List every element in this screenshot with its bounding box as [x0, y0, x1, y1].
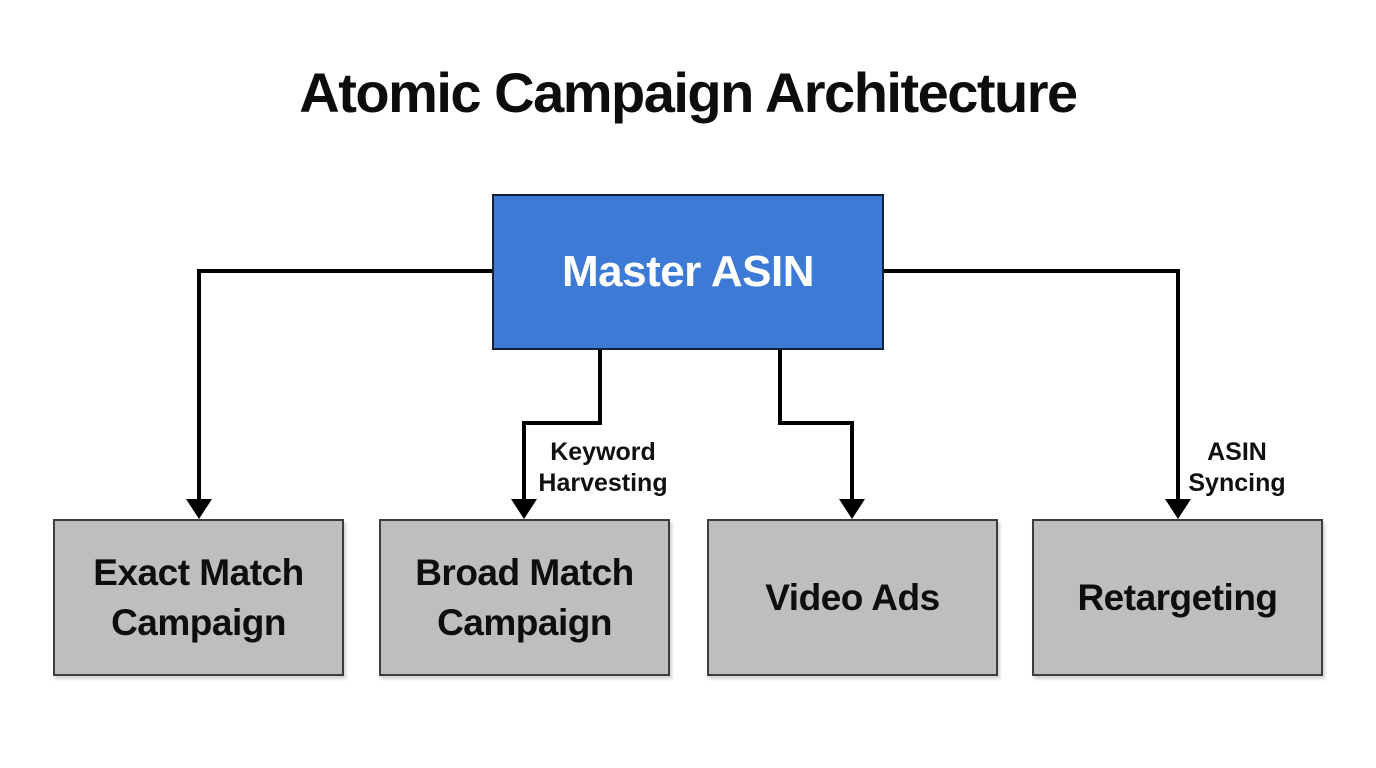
arrowhead-icon: [1165, 499, 1191, 519]
arrowhead-icon: [186, 499, 212, 519]
edge-master-to-exact-match: [186, 269, 492, 519]
edge-label-keyword-harvesting: Keyword Harvesting: [508, 437, 698, 499]
page-title: Atomic Campaign Architecture: [299, 61, 1078, 124]
edge-label-line: ASIN: [1207, 438, 1267, 466]
node-label: Exact Match Campaign: [93, 551, 304, 643]
edge-label-line: Harvesting: [538, 469, 668, 497]
node-label: Master ASIN: [561, 247, 815, 296]
edge-label-line: Keyword: [550, 438, 656, 466]
node-retargeting: Retargeting: [1032, 519, 1323, 676]
node-label: Video Ads: [765, 576, 940, 618]
node-label: Broad Match Campaign: [415, 551, 634, 643]
edge-label-asin-syncing: ASIN Syncing: [1142, 437, 1332, 499]
edge-label-line: Syncing: [1188, 469, 1286, 497]
arrowhead-icon: [839, 499, 865, 519]
node-exact-match-campaign: Exact Match Campaign: [53, 519, 344, 676]
node-video-ads: Video Ads: [707, 519, 998, 676]
edge-master-to-video-ads: [778, 350, 865, 519]
node-master-asin: Master ASIN: [492, 194, 884, 350]
node-broad-match-campaign: Broad Match Campaign: [379, 519, 670, 676]
arrowhead-icon: [511, 499, 537, 519]
node-label: Retargeting: [1077, 576, 1278, 618]
